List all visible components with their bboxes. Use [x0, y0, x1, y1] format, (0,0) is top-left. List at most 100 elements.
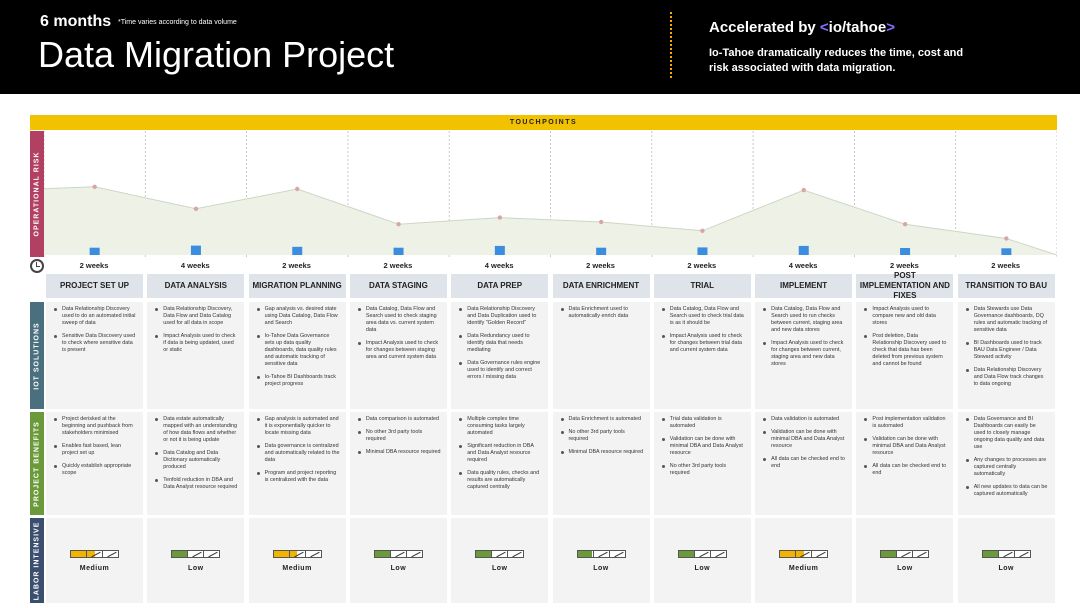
solutions-item: Gap analysis vs. desired state using Dat… — [256, 306, 338, 326]
benefits-item: Significant reduction in DBA and Data An… — [459, 443, 542, 464]
gauge-slash — [208, 551, 218, 557]
solutions-cell: Impact Analysis used to compare new and … — [856, 302, 954, 409]
benefits-item: All data can be checked end to end — [763, 456, 845, 469]
phase-duration: 2 weeks — [890, 261, 919, 270]
labor-cell: Low — [957, 518, 1055, 603]
gauge-fill — [577, 551, 593, 557]
touchpoints-bar: TOUCHPOINTS — [30, 115, 1057, 130]
gauge-slash — [309, 551, 320, 557]
gauge-fill — [780, 551, 796, 557]
gauge-segment — [172, 551, 189, 557]
gauge-segment — [1015, 551, 1030, 557]
gauge-segment — [594, 551, 610, 557]
benefits-item: Validation can be done with minimal DBA … — [661, 436, 743, 456]
gauge-segment — [492, 551, 509, 557]
benefits-item: No other 3rd party tools required — [661, 463, 745, 477]
phase-duration: 2 weeks — [79, 261, 109, 270]
page-title: Data Migration Project — [38, 34, 395, 75]
labor-level-label: Low — [390, 565, 407, 572]
row-label-risk: OPERATIONAL RISK — [30, 131, 44, 257]
accelerated-by-label: Accelerated by — [709, 19, 816, 36]
labor-cell: Low — [653, 518, 751, 603]
touchpoint-marker — [900, 248, 911, 255]
benefits-item: All new updates to data can be captured … — [965, 484, 1048, 497]
solutions-cell: Data Relationship Discovery and Data Dup… — [451, 302, 549, 409]
gauge-slash — [1003, 551, 1013, 557]
labor-level-label: Medium — [79, 565, 110, 572]
labor-level-label: Medium — [788, 565, 819, 572]
solutions-list: Data Stewards use Data Governance dashbo… — [965, 306, 1049, 388]
gauge-slash — [613, 551, 624, 557]
solutions-item: Data Enrichment used to automatically en… — [560, 306, 644, 320]
solutions-item: BI Dashboards used to track BAU Data Eng… — [965, 340, 1049, 361]
risk-point — [1004, 236, 1009, 241]
gauge-segment — [407, 551, 422, 557]
gauge-slash — [192, 551, 202, 557]
labor-level-label: Low — [491, 565, 508, 572]
gauge-segment — [678, 551, 695, 557]
gauge-fill — [172, 551, 188, 557]
row-label-benefits-text: PROJECT BENEFITS — [33, 420, 41, 507]
solutions-list: Data Relationship Discovery and Data Dup… — [459, 306, 542, 381]
gauge-slash — [699, 551, 709, 557]
phase-duration: 2 weeks — [282, 261, 311, 270]
labor-level-label: Low — [694, 565, 711, 572]
gauge-segment — [476, 551, 493, 557]
benefits-item: No other 3rd party tools required — [560, 429, 644, 443]
gauge-slash — [496, 551, 506, 557]
phase-header: TRIAL — [653, 274, 751, 298]
phase-header: TRANSITION TO BAU — [957, 274, 1055, 298]
gauge-segment — [87, 551, 103, 557]
risk-point — [598, 219, 604, 225]
labor-level-label: Low — [897, 565, 913, 572]
io-tahoe-logo: io/tahoe — [828, 19, 887, 36]
labor-gauge — [779, 550, 829, 558]
benefits-item: Post implementation validation is automa… — [864, 416, 946, 429]
benefits-cell: Multiple complex time consuming tasks la… — [451, 412, 549, 515]
gauge-segment — [982, 551, 999, 557]
operational-risk-chart — [44, 131, 1057, 257]
gauge-segment — [913, 551, 928, 557]
gauge-slash — [715, 551, 725, 557]
phase-duration: 2 weeks — [383, 261, 413, 270]
phase-duration: 4 weeks — [180, 261, 210, 270]
solutions-cell: Data Stewards use Data Governance dashbo… — [957, 302, 1055, 409]
solutions-item: Data Relationship Discovery and Data Dup… — [459, 306, 542, 327]
benefits-item: Trial data validation is automated — [661, 416, 745, 430]
gauge-segment — [289, 551, 306, 557]
labor-level-label: Low — [188, 565, 204, 572]
gauge-segment — [881, 551, 898, 557]
gauge-segment — [577, 551, 594, 557]
labor-cell: Low — [147, 518, 245, 603]
gauge-segment — [374, 551, 391, 557]
gauge-segment — [71, 551, 87, 557]
solutions-item: Impact Analysis used to check for change… — [357, 340, 441, 361]
gauge-segment — [273, 551, 290, 557]
solutions-item: Data Relationship Discovery, Data Flow a… — [155, 306, 238, 327]
solutions-item: Data Stewards use Data Governance dashbo… — [965, 306, 1048, 333]
gauge-slash — [597, 551, 608, 557]
gauge-fill — [87, 551, 95, 557]
duration-note: *Time varies according to data volume — [118, 19, 237, 26]
labor-gauge — [475, 550, 525, 558]
solutions-list: Impact Analysis used to compare new and … — [864, 306, 947, 368]
solutions-item: Data Relationship Discovery used to do a… — [54, 306, 136, 326]
risk-point — [396, 222, 401, 227]
gauge-slash — [395, 551, 405, 557]
benefits-item: Data quality rules, checks and results a… — [459, 470, 542, 491]
touchpoint-marker — [798, 245, 809, 255]
benefits-list: Post implementation validation is automa… — [864, 416, 947, 477]
gauge-slash — [411, 551, 421, 557]
solutions-item: Impact Analysis used to check if data is… — [155, 333, 238, 354]
benefits-item: Any changes to processes are captured ce… — [965, 457, 1049, 478]
solutions-item: Impact Analysis used to check for change… — [763, 340, 846, 368]
gauge-slash — [816, 551, 826, 557]
benefits-item: Validation can be done with minimal DBA … — [763, 429, 845, 449]
phase-header: DATA ANALYSIS — [147, 274, 245, 298]
solutions-item: Data Redundancy used to identify data th… — [459, 333, 542, 354]
touchpoint-marker — [1001, 248, 1012, 255]
phase-duration: 2 weeks — [687, 261, 717, 270]
